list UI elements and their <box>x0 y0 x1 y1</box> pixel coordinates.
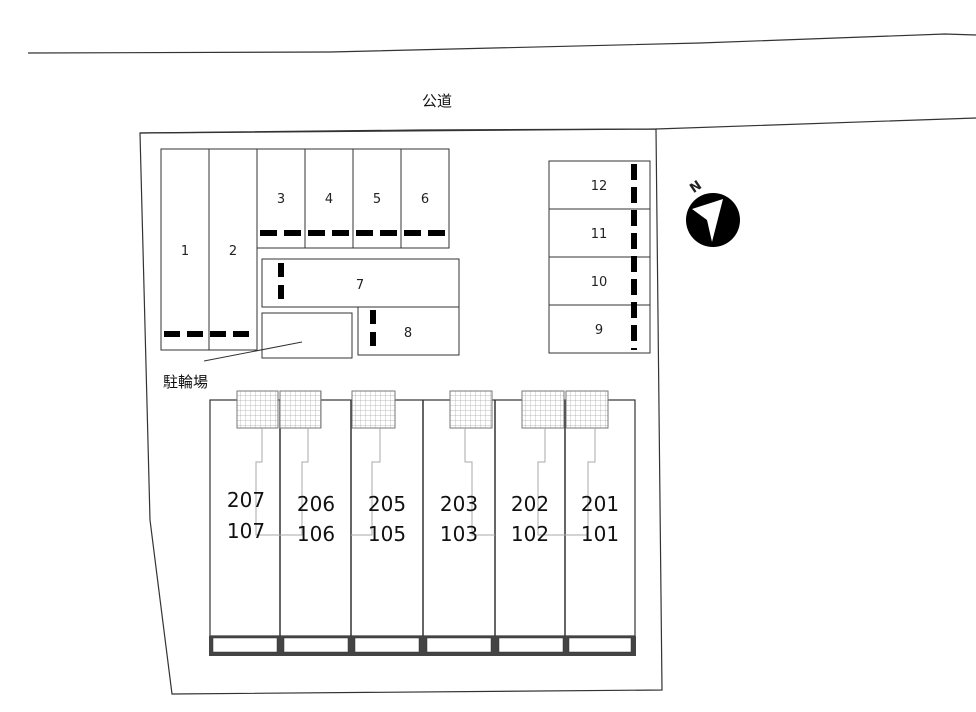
svg-text:203: 203 <box>440 492 478 516</box>
svg-text:3: 3 <box>277 192 285 207</box>
svg-text:107: 107 <box>227 519 265 543</box>
unit-206-106: 206 106 <box>297 492 335 546</box>
svg-text:駐輪場: 駐輪場 <box>163 373 208 391</box>
svg-text:7: 7 <box>356 278 364 293</box>
apartment-building <box>209 390 636 656</box>
unit-203-103: 203 103 <box>440 492 478 546</box>
unit-201-101: 201 101 <box>581 492 619 546</box>
svg-text:5: 5 <box>373 192 381 207</box>
parking-space-1: 1 <box>160 148 210 351</box>
svg-text:1: 1 <box>181 244 189 259</box>
lot-boundary <box>139 128 663 695</box>
svg-text:2: 2 <box>229 244 237 259</box>
unit-207-107: 207 107 <box>227 488 265 543</box>
svg-text:105: 105 <box>368 522 406 546</box>
svg-text:11: 11 <box>591 227 608 242</box>
road-label: 公道 <box>422 92 452 110</box>
svg-text:8: 8 <box>404 326 412 341</box>
svg-text:106: 106 <box>297 522 335 546</box>
svg-text:4: 4 <box>325 192 333 207</box>
north-label: N <box>687 178 705 197</box>
bicycle-parking: 駐輪場 <box>163 312 353 391</box>
svg-text:10: 10 <box>591 275 608 290</box>
unit-202-102: 202 102 <box>511 492 549 546</box>
svg-text:9: 9 <box>595 323 603 338</box>
svg-text:12: 12 <box>591 179 608 194</box>
north-compass: N <box>686 178 740 247</box>
parking-space-6: 6 <box>400 148 450 249</box>
svg-text:207: 207 <box>227 488 265 512</box>
svg-text:6: 6 <box>421 192 429 207</box>
parking-space-2: 2 <box>208 148 258 351</box>
svg-text:102: 102 <box>511 522 549 546</box>
parking-space-7: 7 <box>261 258 460 308</box>
road-line-top <box>27 33 976 54</box>
svg-text:201: 201 <box>581 492 619 516</box>
svg-text:206: 206 <box>297 492 335 516</box>
svg-text:103: 103 <box>440 522 478 546</box>
parking-space-8: 8 <box>357 306 460 356</box>
svg-text:101: 101 <box>581 522 619 546</box>
parking-space-9: 9 <box>548 304 651 354</box>
road-line-bottom <box>139 117 976 134</box>
unit-205-105: 205 105 <box>368 492 406 546</box>
svg-text:202: 202 <box>511 492 549 516</box>
svg-text:205: 205 <box>368 492 406 516</box>
